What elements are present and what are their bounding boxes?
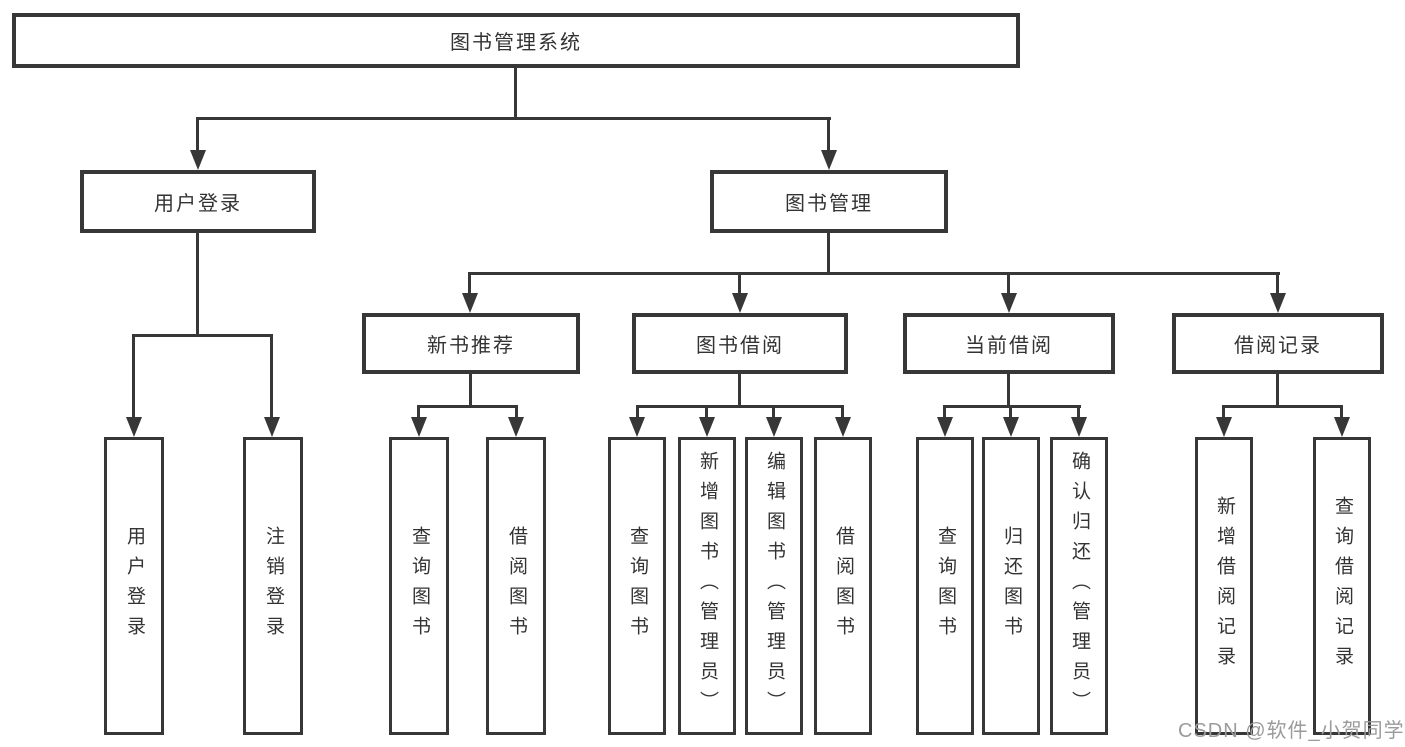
connector-stub <box>738 374 741 407</box>
connector-drop <box>468 272 471 295</box>
node-user-login-label: 用户登录 <box>154 193 242 215</box>
connector-drop <box>270 334 273 418</box>
connector-login-bus <box>132 334 273 337</box>
node-new-book-recommend: 新书推荐 <box>362 313 580 374</box>
leaf-label: 归还图书 <box>1000 526 1022 646</box>
leaf-add-borrow-record: 新增借阅记录 <box>1195 437 1253 735</box>
arrowhead-icon <box>629 417 645 437</box>
leaf-edit-book-admin: 编辑图书（管理员） <box>745 437 803 735</box>
connector-mgmt-bus <box>468 272 1280 275</box>
connector-bus <box>943 405 1081 408</box>
node-book-management-label: 图书管理 <box>785 193 873 215</box>
connector-bus <box>1222 405 1343 408</box>
leaf-label: 查询图书 <box>408 526 430 646</box>
arrowhead-icon <box>937 417 953 437</box>
node-book-borrow-label: 图书借阅 <box>696 335 784 357</box>
node-book-borrow: 图书借阅 <box>632 313 848 374</box>
connector-drop-login <box>196 117 199 151</box>
arrowhead-icon <box>462 293 478 313</box>
arrowhead-icon <box>264 417 280 437</box>
arrowhead-icon <box>508 417 524 437</box>
node-book-management: 图书管理 <box>710 170 948 233</box>
connector-drop <box>1007 272 1010 295</box>
arrowhead-icon <box>821 150 837 170</box>
leaf-logout-label: 注销登录 <box>262 526 284 646</box>
connector-root-bus <box>196 117 831 120</box>
arrowhead-icon <box>1003 417 1019 437</box>
node-current-borrow-label: 当前借阅 <box>965 335 1053 357</box>
node-new-book-recommend-label: 新书推荐 <box>427 335 515 357</box>
arrowhead-icon <box>732 293 748 313</box>
node-current-borrow: 当前借阅 <box>903 313 1115 374</box>
arrowhead-icon <box>1334 417 1350 437</box>
watermark: CSDN @软件_小贺同学 <box>1178 720 1405 742</box>
leaf-label: 新增图书（管理员） <box>696 451 718 721</box>
connector-stub <box>1276 374 1279 407</box>
leaf-label: 借阅图书 <box>832 526 854 646</box>
leaf-borrow-books: 借阅图书 <box>814 437 872 735</box>
leaf-query-books-borrow: 查询图书 <box>608 437 666 735</box>
connector-drop <box>1222 405 1225 421</box>
connector-drop <box>132 334 135 418</box>
node-root-label: 图书管理系统 <box>450 32 582 54</box>
connector-bus <box>636 405 844 408</box>
leaf-label: 查询借阅记录 <box>1331 496 1353 676</box>
leaf-logout: 注销登录 <box>243 437 303 735</box>
leaf-add-book-admin: 新增图书（管理员） <box>678 437 736 735</box>
arrowhead-icon <box>835 417 851 437</box>
leaf-return-books: 归还图书 <box>982 437 1040 735</box>
leaf-borrow-books-recommend: 借阅图书 <box>486 437 546 735</box>
connector-bus <box>417 405 518 408</box>
connector-drop <box>1077 405 1080 421</box>
arrowhead-icon <box>190 150 206 170</box>
node-borrow-records: 借阅记录 <box>1172 313 1384 374</box>
connector-drop <box>1340 405 1343 421</box>
leaf-label: 查询图书 <box>626 526 648 646</box>
connector-mgmt-stub <box>827 233 830 274</box>
leaf-label: 编辑图书（管理员） <box>763 451 785 721</box>
arrowhead-icon <box>1270 293 1286 313</box>
connector-drop <box>1276 272 1279 295</box>
connector-drop <box>943 405 946 421</box>
arrowhead-icon <box>1071 417 1087 437</box>
leaf-query-books-recommend: 查询图书 <box>389 437 449 735</box>
connector-drop <box>636 405 639 421</box>
arrowhead-icon <box>1216 417 1232 437</box>
leaf-label: 借阅图书 <box>505 526 527 646</box>
leaf-query-borrow-record: 查询借阅记录 <box>1313 437 1371 735</box>
connector-root-stub <box>514 68 517 120</box>
leaf-label: 确认归还（管理员） <box>1068 451 1090 721</box>
arrowhead-icon <box>411 417 427 437</box>
node-user-login: 用户登录 <box>80 170 316 233</box>
leaf-user-login-label: 用户登录 <box>123 526 145 646</box>
arrowhead-icon <box>699 417 715 437</box>
connector-drop <box>515 405 518 421</box>
leaf-user-login: 用户登录 <box>104 437 164 735</box>
leaf-query-books-current: 查询图书 <box>916 437 974 735</box>
arrowhead-icon <box>766 417 782 437</box>
leaf-label: 查询图书 <box>934 526 956 646</box>
arrowhead-icon <box>1001 293 1017 313</box>
connector-drop <box>772 405 775 421</box>
connector-drop <box>1009 405 1012 421</box>
node-borrow-records-label: 借阅记录 <box>1234 335 1322 357</box>
connector-login-stub <box>196 233 199 337</box>
connector-stub <box>469 374 472 407</box>
connector-drop <box>841 405 844 421</box>
leaf-label: 新增借阅记录 <box>1213 496 1235 676</box>
arrowhead-icon <box>126 417 142 437</box>
connector-drop-mgmt <box>827 117 830 151</box>
leaf-confirm-return-admin: 确认归还（管理员） <box>1050 437 1108 735</box>
connector-stub <box>1007 374 1010 407</box>
connector-drop <box>417 405 420 421</box>
connector-drop <box>705 405 708 421</box>
node-root: 图书管理系统 <box>12 13 1020 68</box>
connector-drop <box>738 272 741 295</box>
